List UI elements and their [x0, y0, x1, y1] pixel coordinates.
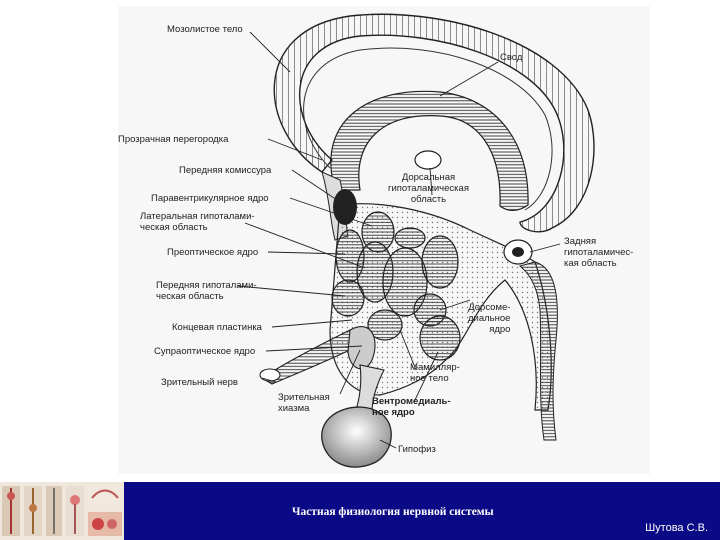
label-dorsomedial-nucleus: Дорсоме- диальное ядро	[468, 302, 511, 335]
label-supraoptic-nucleus: Супраоптическое ядро	[154, 346, 256, 357]
label-optic-nerve: Зрительный нерв	[161, 377, 238, 388]
label-optic-chiasm: Зрительная хиазма	[278, 392, 330, 414]
footer-title: Частная физиология нервной системы	[292, 506, 494, 518]
label-anterior-commissure: Передняя комиссура	[179, 165, 272, 176]
hypophysis-shape	[321, 406, 392, 468]
label-paraventricular-nucleus: Паравентрикулярное ядро	[151, 193, 269, 204]
label-septum-pellucidum: Прозрачная перегородка	[118, 134, 229, 145]
posterior-hypothalamic-shape	[503, 239, 558, 441]
label-anterior-hypothalamic-area: Передняя гипоталами- ческая область	[156, 280, 257, 302]
anatomy-thumbnails-image	[2, 486, 122, 536]
anterior-commissure-shape	[333, 189, 357, 225]
optic-chiasm-shape	[347, 326, 376, 370]
footer-author: Шутова С.В.	[645, 522, 708, 534]
mammillary-body-shape	[419, 315, 461, 361]
massa-intermedia-shape	[414, 150, 442, 170]
footer: Частная физиология нервной системы Шутов…	[0, 482, 720, 540]
label-mammillary-body: Мамилляр- ное тело	[410, 362, 460, 384]
anterior-area-shape	[331, 279, 365, 317]
hypothalamus-diagram	[237, 13, 595, 468]
label-dorsal-hypothalamic-area: Дорсальная гипоталамическая область	[388, 172, 469, 205]
leader-lines	[237, 31, 561, 449]
label-fornix: Свод	[500, 52, 523, 63]
label-lamina-terminalis: Концевая пластинка	[172, 322, 262, 333]
corpus-callosum-shape	[273, 13, 595, 233]
posterior-nucleus-shape	[421, 235, 459, 289]
fornix-shape	[330, 90, 529, 211]
label-hypophysis: Гипофиз	[398, 444, 436, 455]
hypothalamic-nuclei	[331, 211, 461, 361]
label-lateral-hypothalamic-area: Латеральная гипоталами- ческая область	[140, 211, 255, 233]
ventromedial-nucleus-shape	[367, 309, 403, 341]
footer-bar	[124, 482, 720, 540]
central-nucleus-shape	[382, 247, 428, 317]
optic-nerve-tip	[259, 368, 281, 382]
footer-thumbnail-strip	[0, 482, 124, 540]
label-posterior-hypothalamic-area: Задняя гипоталамичес- кая область	[564, 236, 634, 269]
label-preoptic-nucleus: Преоптическое ядро	[167, 247, 259, 258]
label-ventromedial-nucleus: Вентромедиаль- ное ядро	[372, 396, 451, 418]
dorsal-area-nucleus-shape	[394, 227, 426, 249]
label-corpus-callosum: Мозолистое тело	[167, 24, 243, 35]
